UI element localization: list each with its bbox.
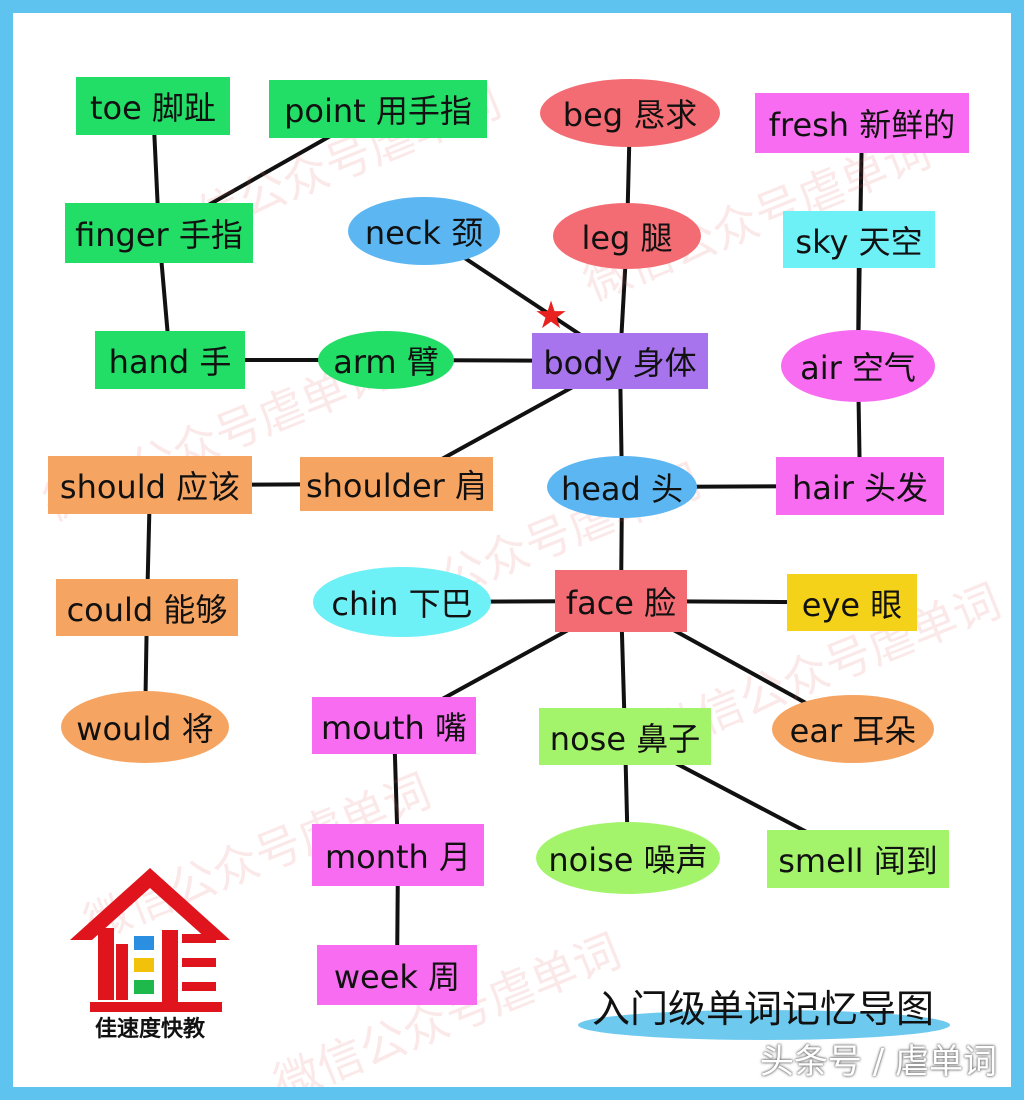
node-toe: toe 脚趾 bbox=[76, 77, 230, 135]
node-week: week 周 bbox=[317, 945, 477, 1005]
subtitle-underline bbox=[578, 1010, 950, 1040]
node-should: should 应该 bbox=[48, 456, 252, 514]
node-hand: hand 手 bbox=[95, 331, 245, 389]
footer-credit: 头条号 / 虐单词 bbox=[759, 1042, 997, 1082]
node-noise: noise 噪声 bbox=[536, 822, 720, 894]
subtitle-text: 入门级单词记忆导图 bbox=[591, 987, 934, 1031]
node-fresh: fresh 新鲜的 bbox=[755, 93, 969, 153]
node-body: body 身体 bbox=[532, 333, 708, 389]
house-logo: 佳速度快教 bbox=[70, 868, 230, 1048]
node-month: month 月 bbox=[312, 824, 484, 886]
node-mouth: mouth 嘴 bbox=[312, 697, 476, 754]
node-point: point 用手指 bbox=[269, 80, 487, 138]
node-would: would 将 bbox=[61, 691, 229, 763]
node-leg: leg 腿 bbox=[553, 203, 701, 269]
house-icon bbox=[70, 868, 230, 1012]
node-face: face 脸 bbox=[555, 570, 687, 632]
node-sky: sky 天空 bbox=[783, 211, 935, 268]
node-ear: ear 耳朵 bbox=[772, 695, 934, 763]
node-finger: finger 手指 bbox=[65, 203, 253, 263]
logo-text: 佳速度快教 bbox=[94, 1017, 205, 1042]
node-smell: smell 闻到 bbox=[767, 830, 949, 888]
node-shoulder: shoulder 肩 bbox=[300, 457, 493, 511]
subtitle-banner: 入门级单词记忆导图 bbox=[568, 978, 958, 1048]
node-nose: nose 鼻子 bbox=[539, 708, 711, 765]
node-could: could 能够 bbox=[56, 579, 238, 636]
node-chin: chin 下巴 bbox=[313, 567, 491, 637]
node-arm: arm 臂 bbox=[318, 331, 454, 389]
node-hair: hair 头发 bbox=[776, 457, 944, 515]
node-head: head 头 bbox=[547, 456, 697, 518]
node-air: air 空气 bbox=[781, 330, 935, 402]
node-eye: eye 眼 bbox=[787, 574, 917, 631]
node-beg: beg 恳求 bbox=[540, 79, 720, 147]
node-neck: neck 颈 bbox=[348, 197, 500, 265]
star-icon: ★ bbox=[534, 293, 569, 337]
